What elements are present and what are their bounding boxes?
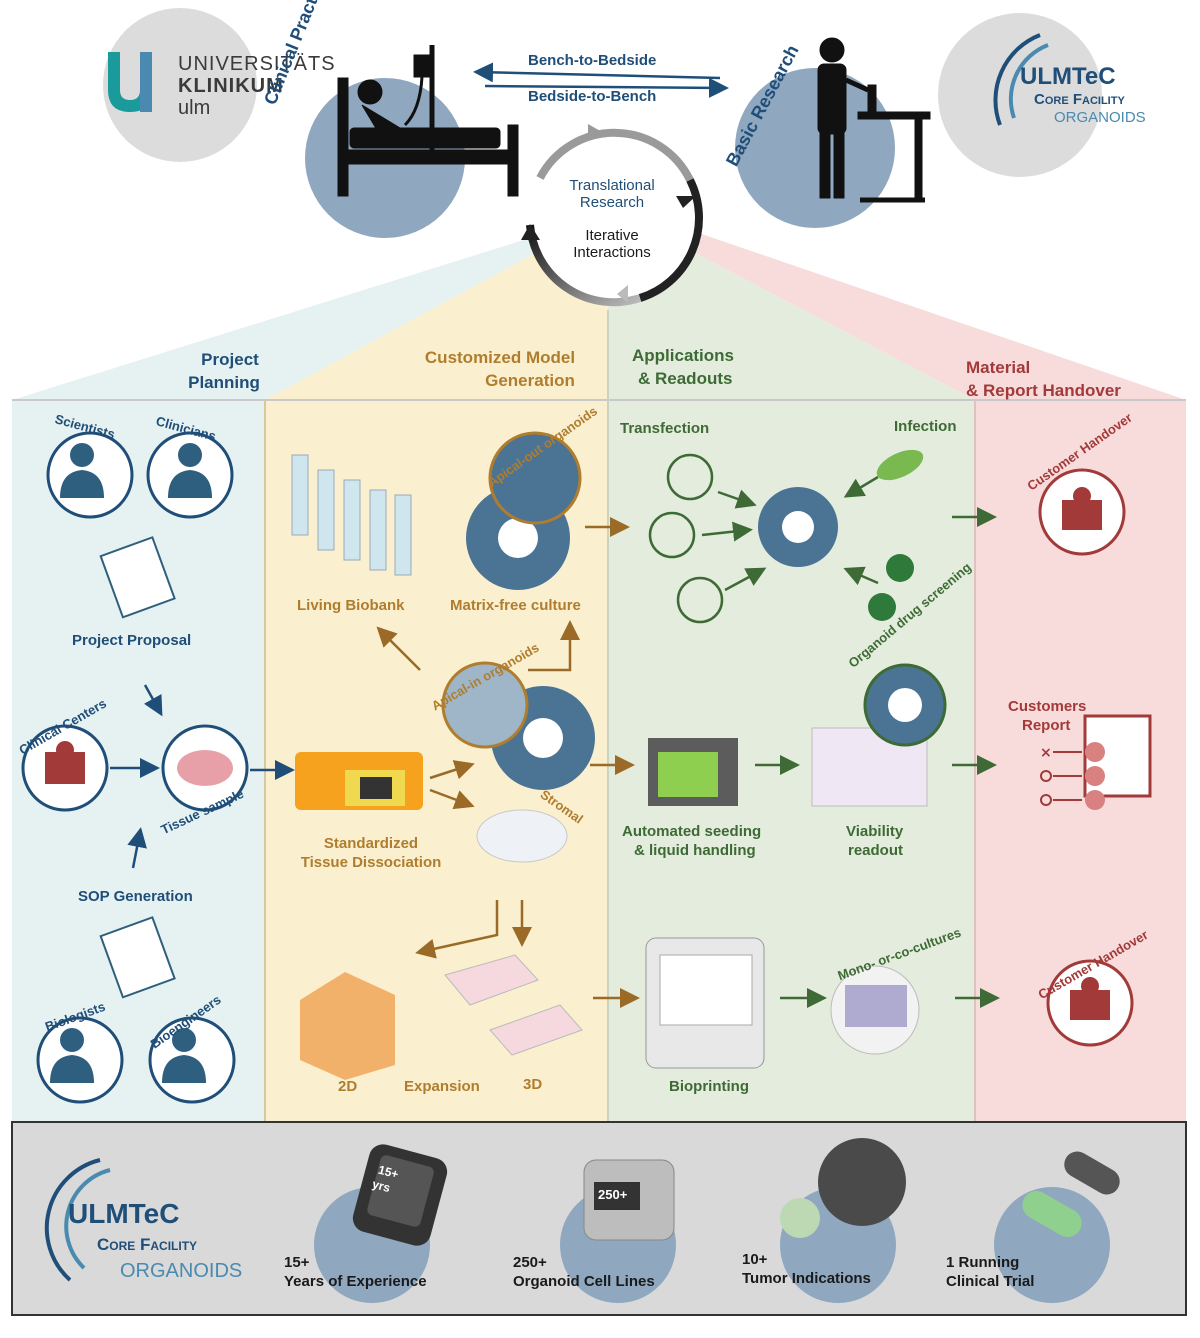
facility-logo-arcs [993,33,1049,126]
dissociation-label-2: Tissue Dissociation [300,854,442,871]
iterative-cycle [521,124,703,307]
living-biobank-label: Living Biobank [297,597,405,614]
stat-1-line2: Years of Experience [284,1273,427,1290]
sop-generation-label: SOP Generation [78,888,193,905]
scientist-bench-icon [817,37,931,203]
planning-icons [21,431,249,1104]
stat-4-line1: 1 Running [946,1254,1020,1271]
facility-logo-line3: ORGANOIDS [1054,109,1146,126]
svg-text:×: × [1040,745,1052,761]
cycle-title-2: Research [579,194,645,211]
stat-3-line2: Tumor Indications [742,1270,871,1287]
hospital-bed-icon [337,45,519,197]
basic-research-circle [735,68,895,228]
cycle-title-3: Iterative [585,227,639,244]
uni-u-mark [108,52,152,112]
transfection-label: Transfection [620,420,710,437]
automated-label-2: & liquid handling [634,842,756,859]
applications-title-1: Applications [632,346,735,365]
uni-logo-line3: ulm [178,97,211,119]
label-3d: 3D [523,1076,543,1093]
handover-roof [680,230,1186,400]
applications-roof [608,245,975,400]
footer-logo-line1: ULMTeC [68,1198,180,1229]
facility-logo-line2: Core Facility [1034,91,1125,108]
stat-4-line2: Clinical Trial [946,1273,1035,1290]
footer-logo-line3: ORGANOIDS [120,1260,243,1282]
stat-1-line1: 15+ [284,1254,310,1271]
facility-logo-circle [938,13,1102,177]
infection-label: Infection [894,418,957,435]
expansion-label: Expansion [404,1078,480,1095]
stat-2-line1: 250+ [513,1254,547,1271]
stat-3-line1: 10+ [742,1251,768,1268]
handover-title-1: Material [966,358,1031,377]
label-2d: 2D [338,1078,358,1095]
matrix-free-label: Matrix-free culture [450,597,581,614]
handover-title-2: & Report Handover [966,381,1121,400]
planning-title-1: Project [201,350,259,369]
facility-logo-line1: ULMTeC [1020,63,1116,90]
uni-logo-line1: UNIVERSITÄTS [178,53,336,75]
customers-report-label-1: Customers [1008,698,1087,715]
counter-text: 250+ [598,1187,628,1202]
footer-logo-line2: Core Facility [97,1235,198,1254]
planning-roof [12,238,550,400]
customers-report-label-2: Report [1022,717,1071,734]
applications-title-2: & Readouts [638,369,733,388]
bench-to-bedside-arrow [473,62,721,83]
planning-title-2: Planning [188,373,260,392]
stat-2-line2: Organoid Cell Lines [513,1273,655,1290]
project-proposal-label: Project Proposal [72,632,192,649]
bedside-to-bench-label: Bedside-to-Bench [528,88,657,105]
dissociation-label-1: Standardized [323,835,419,852]
viability-label-2: readout [848,842,904,859]
footer-logo-arcs [44,1158,111,1282]
bench-to-bedside-label: Bench-to-Bedside [528,52,657,69]
footer-icons [314,1138,1120,1303]
uni-logo-circle [103,8,257,162]
bedside-to-bench-arrow [484,77,729,98]
bioprinting-label: Bioprinting [669,1078,749,1095]
handover-icons: × [1038,468,1152,1047]
cycle-title-4: Interactions [573,244,651,261]
cycle-title-1: Translational [569,177,655,194]
model-roof [265,245,608,400]
model-title-2: Generation [485,371,575,390]
application-icons [645,449,947,1069]
viability-label-1: Viability [846,823,904,840]
automated-label-1: Automated seeding [622,823,762,840]
model-title-1: Customized Model [424,348,576,367]
model-icons [291,431,595,1080]
uni-logo-line2: KLINIKUM [178,75,284,97]
